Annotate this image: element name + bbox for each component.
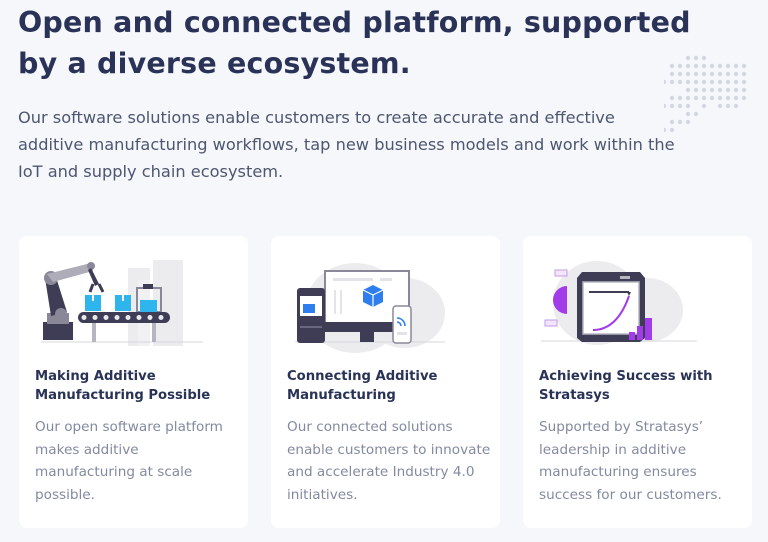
feature-card-achieving-success: Achieving Success with Stratasys Support… bbox=[523, 236, 752, 528]
card-body: Supported by Stratasys’ leadership in ad… bbox=[539, 419, 722, 503]
card-body: Our open software platform makes additiv… bbox=[35, 419, 223, 503]
robot-arm-conveyor-illustration bbox=[41, 260, 203, 346]
connected-devices-illustration bbox=[295, 263, 445, 353]
card-body: Our connected solutions enable customers… bbox=[287, 419, 491, 503]
card-title: Achieving Success with Stratasys bbox=[539, 369, 713, 403]
card-title: Connecting Additive Manufacturing bbox=[287, 369, 438, 403]
page-headline: Open and connected platform, supported b… bbox=[18, 6, 691, 80]
dot-pattern-decoration bbox=[664, 55, 747, 133]
feature-card-connecting-am: Connecting Additive Manufacturing Our co… bbox=[271, 236, 500, 528]
3d-printer-analytics-illustration bbox=[541, 261, 697, 345]
feature-card-making-am-possible: Making Additive Manufacturing Possible O… bbox=[19, 236, 248, 528]
intro-paragraph: Our software solutions enable customers … bbox=[18, 108, 675, 181]
card-title: Making Additive Manufacturing Possible bbox=[35, 369, 211, 403]
